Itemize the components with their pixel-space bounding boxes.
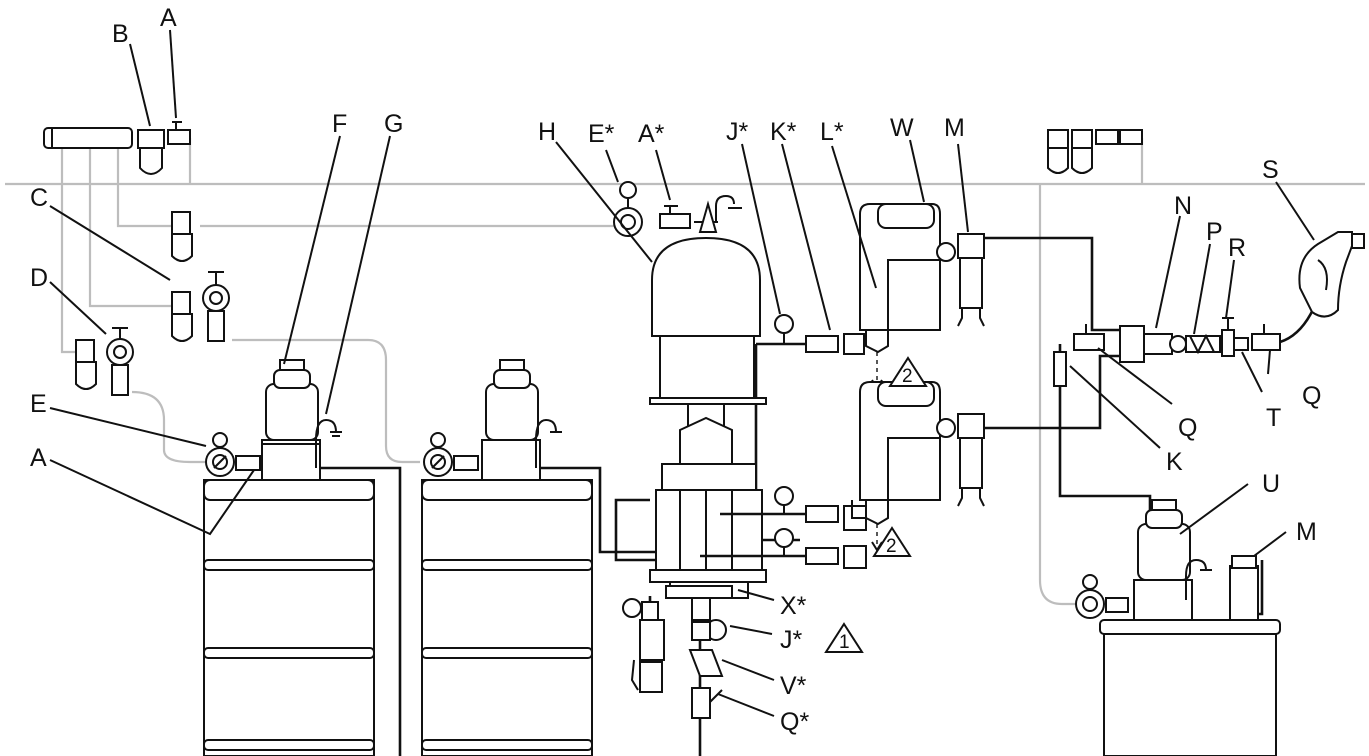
fluid-filter-M-lower bbox=[957, 413, 985, 507]
mix-manifold-X-star bbox=[665, 585, 733, 621]
label-W: W bbox=[890, 114, 914, 142]
label-G: G bbox=[384, 110, 403, 138]
check-valve-K bbox=[1053, 351, 1067, 387]
spray-gun-S bbox=[1298, 231, 1365, 318]
bleed-valve-C bbox=[202, 271, 230, 342]
label-R: R bbox=[1228, 234, 1246, 262]
drum-1 bbox=[203, 479, 375, 756]
air-filter-B bbox=[137, 129, 165, 175]
drum-2 bbox=[421, 479, 593, 756]
heater-W-lower bbox=[859, 381, 956, 501]
triangle-2-upper-number: 2 bbox=[902, 366, 913, 387]
fluid-filter-M-upper bbox=[957, 233, 985, 327]
label-V-star: V* bbox=[780, 672, 807, 700]
label-A-top: A bbox=[160, 4, 177, 32]
label-A-star: A* bbox=[638, 120, 665, 148]
check-valve-K-star bbox=[756, 333, 865, 355]
strainer-V-star bbox=[688, 649, 724, 684]
label-Q-mid: Q bbox=[1178, 414, 1197, 442]
label-E-star: E* bbox=[588, 120, 615, 148]
dispense-valve-N bbox=[1119, 325, 1187, 363]
fluid-filter-M-bottom bbox=[1229, 555, 1259, 621]
label-Q-right: Q bbox=[1302, 382, 1321, 410]
label-B: B bbox=[112, 20, 129, 48]
static-mixer-P bbox=[1185, 333, 1221, 355]
label-S: S bbox=[1262, 156, 1279, 184]
label-C: C bbox=[30, 184, 48, 212]
air-valve-A-top bbox=[167, 121, 191, 145]
label-L-star: L* bbox=[820, 118, 844, 146]
label-M-bottom: M bbox=[1296, 518, 1317, 546]
transfer-pump-U bbox=[1133, 499, 1212, 621]
warning-triangle-2-upper bbox=[888, 356, 928, 387]
air-lubricator-C bbox=[171, 291, 193, 342]
warning-triangle-1 bbox=[824, 622, 864, 653]
label-K-star: K* bbox=[770, 118, 797, 146]
label-J-star-top: J* bbox=[726, 118, 749, 146]
label-A-left: A bbox=[30, 444, 47, 472]
proportioner-H bbox=[649, 194, 767, 599]
ground-wire-G bbox=[315, 418, 342, 468]
transfer-pump-2 bbox=[481, 359, 562, 481]
label-U: U bbox=[1262, 470, 1280, 498]
air-regulator-E bbox=[205, 432, 261, 477]
air-regulator-U bbox=[1075, 574, 1129, 619]
gauge-J-star-bottom bbox=[691, 619, 727, 641]
label-N: N bbox=[1174, 192, 1192, 220]
label-T: T bbox=[1266, 404, 1281, 432]
label-X-star: X* bbox=[780, 592, 807, 620]
label-M-top: M bbox=[944, 114, 965, 142]
label-P: P bbox=[1206, 218, 1223, 246]
label-K: K bbox=[1166, 448, 1183, 476]
triangle-2-lower-number: 2 bbox=[886, 536, 897, 557]
air-supply-lines bbox=[5, 138, 1365, 606]
air-regulator-E-star bbox=[613, 181, 643, 237]
label-D: D bbox=[30, 264, 48, 292]
triangle-1-number: 1 bbox=[839, 632, 850, 653]
label-Q-star: Q* bbox=[780, 708, 809, 736]
ball-valve-Q-mid bbox=[1073, 324, 1105, 351]
air-filter-pair-right bbox=[1047, 129, 1143, 174]
transfer-pump-F bbox=[261, 359, 321, 481]
label-E: E bbox=[30, 390, 47, 418]
sample-valve-assembly bbox=[622, 598, 665, 693]
gauge-lower-2 bbox=[700, 528, 867, 569]
manifold-valve-T bbox=[1233, 337, 1249, 351]
heater-W-upper bbox=[859, 203, 956, 331]
pail-U bbox=[1099, 619, 1281, 756]
air-regulator-2 bbox=[423, 432, 479, 477]
warning-triangle-2-lower bbox=[872, 526, 912, 557]
gauge-J-star-top bbox=[774, 314, 794, 344]
leader-lines bbox=[49, 29, 1315, 717]
label-H: H bbox=[538, 118, 556, 146]
ball-valve-Q-right bbox=[1251, 324, 1281, 351]
label-J-star-bottom: J* bbox=[780, 626, 803, 654]
bleed-valve-D bbox=[106, 327, 134, 396]
valve-Q-star bbox=[691, 687, 723, 719]
callout-labels: A B C D E A F G H E* A* J* K* L* W M N P… bbox=[30, 4, 1321, 736]
air-manifold bbox=[43, 127, 133, 149]
air-lubricator-1 bbox=[171, 211, 193, 262]
label-F: F bbox=[332, 110, 347, 138]
air-lubricator-D bbox=[75, 339, 97, 390]
air-valve-A-star bbox=[659, 205, 691, 229]
valve-R bbox=[1221, 317, 1235, 357]
